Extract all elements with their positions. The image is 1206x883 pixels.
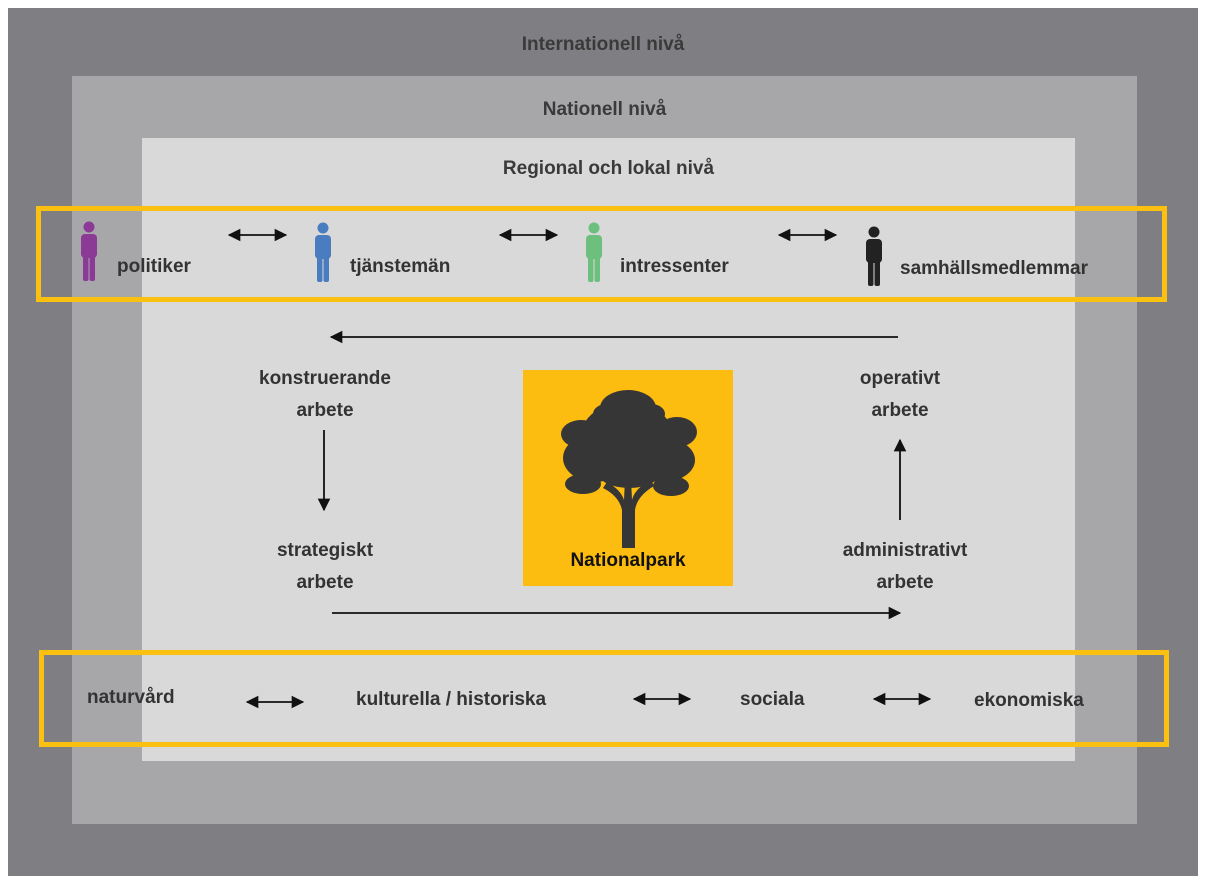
constructive-work-line2: arbete xyxy=(296,400,354,421)
international-level-title: Internationell nivå xyxy=(521,34,685,55)
administrative-work-line2: arbete xyxy=(876,572,934,593)
regional-level-title: Regional och lokal nivå xyxy=(502,158,715,179)
operative-work-line2: arbete xyxy=(871,400,929,421)
value-label-naturvard: naturvård xyxy=(87,687,175,708)
constructive-work-label: konstruerande arbete xyxy=(240,363,410,427)
constructive-work-line1: konstruerande xyxy=(259,368,391,389)
actors-band xyxy=(36,206,1167,302)
actor-label-politiker: politiker xyxy=(117,256,191,277)
actor-label-tjansteman: tjänstemän xyxy=(350,256,451,277)
national-level-title: Nationell nivå xyxy=(542,99,667,120)
value-label-kulturella-historiska: kulturella / historiska xyxy=(356,689,547,710)
administrative-work-label: administrativt arbete xyxy=(815,535,995,599)
values-band xyxy=(39,650,1169,747)
operative-work-line1: operativt xyxy=(859,368,941,389)
civil-servant-figure-icon xyxy=(313,222,333,282)
value-label-ekonomiska: ekonomiska xyxy=(974,690,1084,711)
actor-label-samhallsmedlemmar: samhällsmedlemmar xyxy=(900,258,1088,279)
operative-work-label: operativt arbete xyxy=(820,363,980,427)
tree-icon xyxy=(561,390,697,548)
strategic-work-line2: arbete xyxy=(296,572,354,593)
administrative-work-line1: administrativt xyxy=(842,540,968,561)
actor-label-intressenter: intressenter xyxy=(620,256,729,277)
nationalpark-label: Nationalpark xyxy=(570,550,686,571)
strategic-work-line1: strategiskt xyxy=(276,540,374,561)
politician-figure-icon xyxy=(79,221,99,281)
citizen-figure-icon xyxy=(864,226,884,286)
value-label-sociala: sociala xyxy=(740,689,805,710)
strategic-work-label: strategiskt arbete xyxy=(240,535,410,599)
nationalpark-sign: Nationalpark xyxy=(523,370,733,586)
stakeholder-figure-icon xyxy=(584,222,604,282)
